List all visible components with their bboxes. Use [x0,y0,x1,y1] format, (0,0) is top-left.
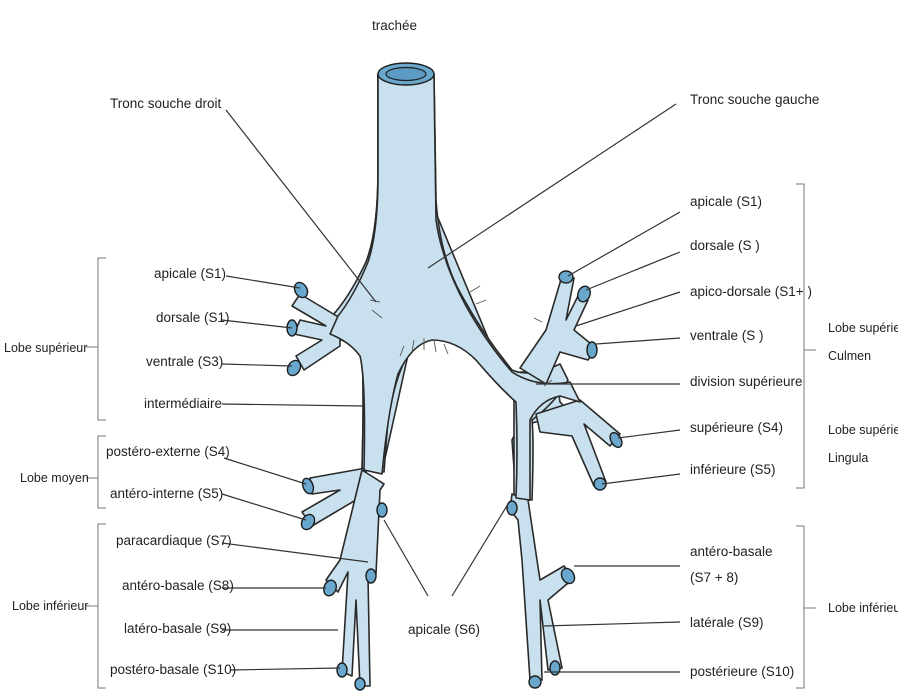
cap-left-s1-apicale [292,280,310,300]
bracket-right-lobe-superieur [796,184,804,488]
cap-left-s7 [366,569,376,583]
label-left-lobe-moyen: Lobe moyen [20,471,89,485]
cap-right-s10 [529,676,541,688]
cap-left-s6 [377,503,387,517]
bracket-left-lobe-superieur [98,258,106,420]
title-trachee: trachée [372,18,417,33]
label-left-apicale-s1: apicale (S1) [154,266,226,281]
labels: trachée Tronc souche droit Tronc souche … [4,18,898,679]
label-right-antero-basale: antéro-basale [690,544,773,559]
bracket-left-lobe-moyen [98,436,106,508]
label-left-postero-externe-s4: postéro-externe (S4) [106,444,230,459]
airway-main-body [330,76,580,500]
right-lingula-bronchus [536,400,620,486]
label-right-lobe-superieur-1: Lobe supérieur [828,321,898,335]
right-lower-lobe-bronchi [510,494,574,680]
bracket-left-lobe-inferieur [98,524,106,688]
label-apicale-s6: apicale (S6) [408,622,480,637]
bronchial-tree [285,63,625,690]
label-right-apico-dorsale: apico-dorsale (S1+ ) [690,284,812,299]
label-left-intermediaire: intermédiaire [144,396,222,411]
label-right-s7-8: (S7 + 8) [690,570,738,585]
label-right-culmen: Culmen [828,349,871,363]
label-right-apicale-s1: apicale (S1) [690,194,762,209]
label-left-latero-basale-s9: latéro-basale (S9) [124,621,231,636]
cap-left-s9 [337,663,347,677]
label-left-lobe-inferieur: Lobe inférieur [12,599,88,613]
label-right-inferieure-s5: inférieure (S5) [690,462,776,477]
label-left-dorsale-s1: dorsale (S1) [156,310,230,325]
label-tronc-souche-droit: Tronc souche droit [110,96,222,111]
trachea-lumen-inner [386,68,426,81]
label-right-lobe-superieur-2: Lobe supérieur [828,423,898,437]
leader-lines [222,104,680,672]
cap-right-s6 [507,501,517,515]
cap-left-s10 [355,678,365,690]
label-left-antero-basale-s8: antéro-basale (S8) [122,578,234,593]
label-left-ventrale-s3: ventrale (S3) [146,354,223,369]
label-left-lobe-superieur: Lobe supérieur [4,341,87,355]
cap-right-s3 [587,342,597,358]
label-left-paracardiaque-s7: paracardiaque (S7) [116,533,232,548]
label-tronc-souche-gauche: Tronc souche gauche [690,92,819,107]
bracket-right-lobe-inferieur [796,526,804,688]
cap-right-s9 [550,661,560,675]
label-left-postero-basale-s10: postéro-basale (S10) [110,662,236,677]
label-right-posterieure-s10: postérieure (S10) [690,664,794,679]
cap-right-s1 [559,271,573,283]
label-left-antero-interne-s5: antéro-interne (S5) [110,486,223,501]
label-right-lobe-inferieur: Lobe inférieur [828,601,898,615]
label-right-lingula: Lingula [828,451,868,465]
label-right-ventrale-s: ventrale (S ) [690,328,764,343]
label-right-dorsale-s: dorsale (S ) [690,238,760,253]
label-right-division-superieure: division supérieure [690,374,803,389]
label-right-superieure-s4: supérieure (S4) [690,420,783,435]
label-right-laterale-s9: latérale (S9) [690,615,764,630]
